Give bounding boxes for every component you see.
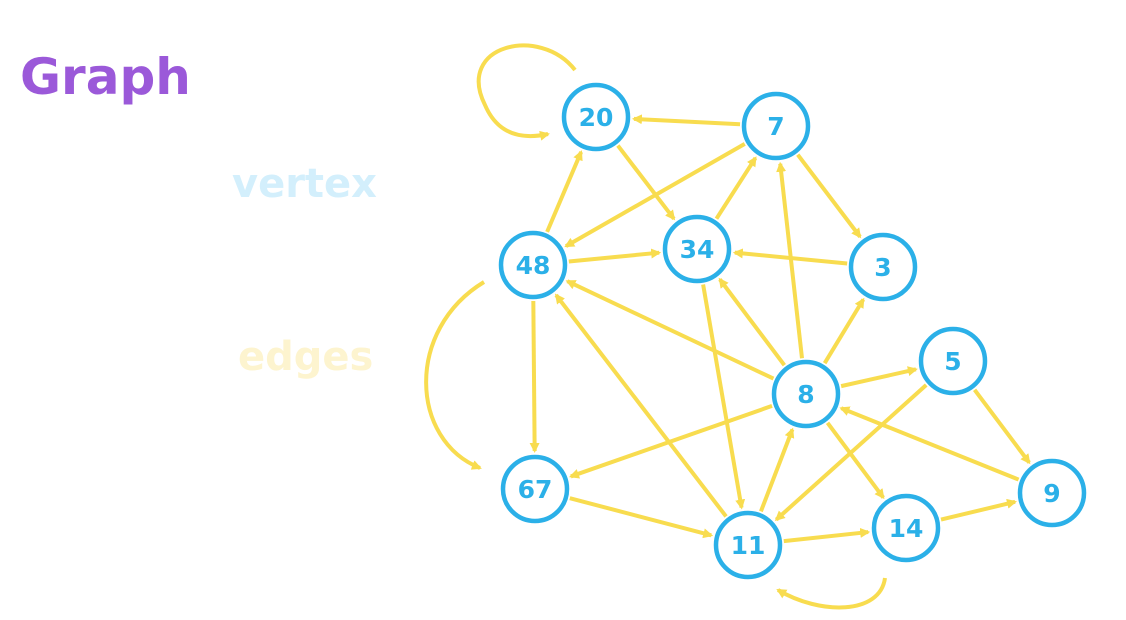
edge-8-to-5 (840, 366, 918, 389)
edge-8-to-3 (822, 297, 866, 365)
vertex-label: 9 (1043, 479, 1060, 508)
vertex-circle (1017, 458, 1087, 528)
edge-5-to-11 (774, 383, 928, 522)
edge-34-to-11 (701, 284, 746, 510)
vertex-label: 67 (518, 475, 553, 504)
vertex-14: 14 (871, 493, 941, 563)
edge-48-to-67 (424, 280, 486, 470)
vertex-circle (662, 214, 732, 284)
vertex-circle (848, 232, 918, 302)
vertex-34: 34 (662, 214, 732, 284)
vertex-67: 67 (500, 454, 570, 524)
edge-48-to-34 (568, 248, 662, 264)
vertex-3: 3 (848, 232, 918, 302)
vertex-8: 8 (771, 359, 841, 429)
edge-9-to-8 (839, 406, 1020, 482)
vertex-circle (771, 359, 841, 429)
edge-7-to-20 (631, 114, 741, 127)
edge-8-to-7 (776, 161, 804, 359)
edge-8-to-67 (568, 404, 773, 479)
vertex-label: 34 (680, 235, 715, 264)
nodes-layer: 20 7 48 34 3 5 8 67 11 14 9 (498, 82, 1087, 580)
vertex-label: 20 (579, 103, 614, 132)
edge-20-to-20 (476, 43, 577, 141)
edge-8-to-34 (718, 277, 786, 367)
vertex-label: 11 (731, 531, 766, 560)
vertex-20: 20 (561, 82, 631, 152)
edge-14-to-9 (940, 498, 1017, 522)
vertex-label: 7 (767, 112, 784, 141)
edge-67-to-11 (569, 496, 714, 539)
vertex-label: 8 (797, 380, 814, 409)
edge-20-to-34 (616, 144, 676, 221)
edge-11-to-8 (759, 427, 795, 513)
vertex-circle (561, 82, 631, 152)
vertex-7: 7 (741, 91, 811, 161)
vertex-circle (871, 493, 941, 563)
vertex-5: 5 (918, 326, 988, 396)
edge-8-to-48 (565, 279, 775, 381)
edge-11-to-14 (783, 527, 871, 544)
vertex-circle (741, 91, 811, 161)
edge-48-to-67 (529, 300, 540, 454)
vertex-label: 5 (944, 347, 961, 376)
page-title: Graph (20, 48, 191, 106)
vertex-circle (918, 326, 988, 396)
vertex-label: 14 (889, 514, 924, 543)
edge-8-to-14 (825, 421, 885, 500)
vertex-circle (498, 230, 568, 300)
edge-34-to-7 (714, 156, 758, 220)
edge-7-to-3 (796, 153, 862, 239)
vertex-label: 3 (874, 253, 891, 282)
edges-layer (424, 43, 1031, 610)
vertex-9: 9 (1017, 458, 1087, 528)
edge-11-to-48 (554, 293, 728, 518)
vertex-circle (500, 454, 570, 524)
vertex-11: 11 (713, 510, 783, 580)
edges-label: edges (238, 334, 374, 380)
vertex-circle (713, 510, 783, 580)
vertex-label: 48 (516, 251, 551, 280)
edge-5-to-9 (972, 388, 1031, 465)
edge-11-to-11 (776, 577, 887, 610)
edge-48-to-20 (545, 150, 583, 233)
vertex-label: vertex (232, 161, 377, 207)
vertex-48: 48 (498, 230, 568, 300)
